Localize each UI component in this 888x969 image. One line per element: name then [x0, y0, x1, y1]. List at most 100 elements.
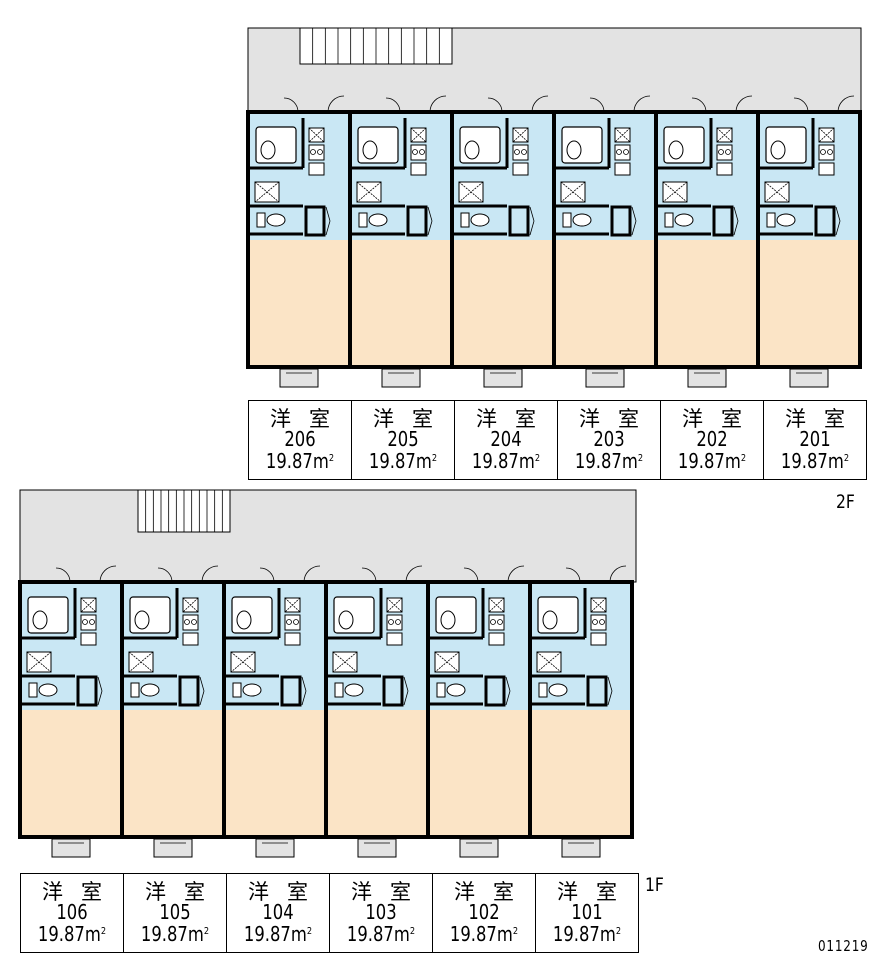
floor-label-1f: 1F [645, 874, 664, 896]
basin [260, 140, 276, 160]
sink [716, 162, 733, 176]
apartment-unit [222, 565, 328, 858]
washer-cross [26, 651, 52, 673]
washer-cross [332, 651, 358, 673]
cabinet-cross [410, 127, 427, 143]
unit-area-unit: m [290, 921, 307, 946]
closet-door [607, 676, 613, 692]
closet [280, 675, 302, 707]
toilet-tank [436, 682, 446, 698]
entry-door-swing [633, 95, 651, 113]
floor-label-2f: 2F [836, 491, 855, 513]
bathtub [231, 596, 273, 634]
cabinet-cross [818, 127, 835, 143]
toilet-bowl [548, 683, 568, 697]
unit-area-exponent: 2 [534, 452, 541, 464]
sink [614, 162, 631, 176]
unit-area-unit: m [415, 448, 432, 473]
window-swing [487, 97, 503, 113]
closet [814, 205, 836, 237]
bathtub [537, 596, 579, 634]
basin [338, 610, 354, 630]
sink [284, 632, 301, 646]
unit-area-value: 19.87 [346, 921, 394, 946]
unit-number: 202 [696, 426, 728, 451]
window-swing [55, 567, 71, 583]
main-room [350, 240, 452, 367]
window-swing [385, 97, 401, 113]
burner [191, 619, 197, 625]
burner [286, 619, 292, 625]
staircase [137, 489, 231, 533]
washer-cross [536, 651, 562, 673]
unit-area: 19.87m2 [442, 922, 526, 946]
sink [512, 162, 529, 176]
apartment-unit [120, 565, 226, 858]
closet-door [199, 676, 205, 692]
unit-area: 19.87m2 [30, 922, 114, 946]
sink [488, 632, 505, 646]
unit-area-value: 19.87 [140, 921, 188, 946]
unit-number: 102 [468, 899, 500, 924]
burner [820, 149, 826, 155]
unit-number: 201 [799, 426, 831, 451]
sink [308, 162, 325, 176]
unit-area-unit: m [84, 921, 101, 946]
balcony [357, 838, 397, 858]
washer-cross [662, 181, 688, 203]
bathtub [663, 126, 705, 164]
stove [80, 614, 97, 631]
entry-door-swing [609, 565, 627, 583]
unit-type-label: 洋室 [579, 406, 657, 431]
unit-type-label: 洋室 [557, 879, 635, 904]
stove [614, 144, 631, 161]
closet-door [325, 206, 331, 222]
closet-door [427, 220, 433, 236]
balcony [789, 368, 829, 388]
unit-area-exponent: 2 [637, 452, 644, 464]
burner [725, 149, 731, 155]
unit-walls [528, 580, 634, 839]
unit-area-exponent: 2 [843, 452, 850, 464]
entry-door-swing [99, 565, 117, 583]
main-room [248, 240, 350, 367]
balcony [51, 838, 91, 858]
unit-area: 19.87m2 [361, 449, 445, 473]
unit-area: 19.87m2 [670, 449, 754, 473]
unit-area: 19.87m2 [236, 922, 320, 946]
stove [308, 144, 325, 161]
unit-number: 103 [365, 899, 397, 924]
toilet-tank [460, 212, 470, 228]
closet [304, 205, 326, 237]
toilet-bowl [368, 213, 388, 227]
basin [464, 140, 480, 160]
apartment-unit [246, 95, 352, 388]
basin [134, 610, 150, 630]
closet-door [403, 676, 409, 692]
stove [818, 144, 835, 161]
toilet-tank [28, 682, 38, 698]
unit-area-value: 19.87 [449, 921, 497, 946]
unit-area-value: 19.87 [368, 448, 416, 473]
burner [412, 149, 418, 155]
closet-door [199, 690, 205, 706]
main-room [554, 240, 656, 367]
burner [89, 619, 95, 625]
unit-type-label: 洋室 [270, 406, 348, 431]
burner [827, 149, 833, 155]
window-swing [463, 567, 479, 583]
washer-cross [560, 181, 586, 203]
balcony [561, 838, 601, 858]
basin [668, 140, 684, 160]
toilet-bowl [776, 213, 796, 227]
main-room [758, 240, 860, 367]
burner [514, 149, 520, 155]
burner [718, 149, 724, 155]
